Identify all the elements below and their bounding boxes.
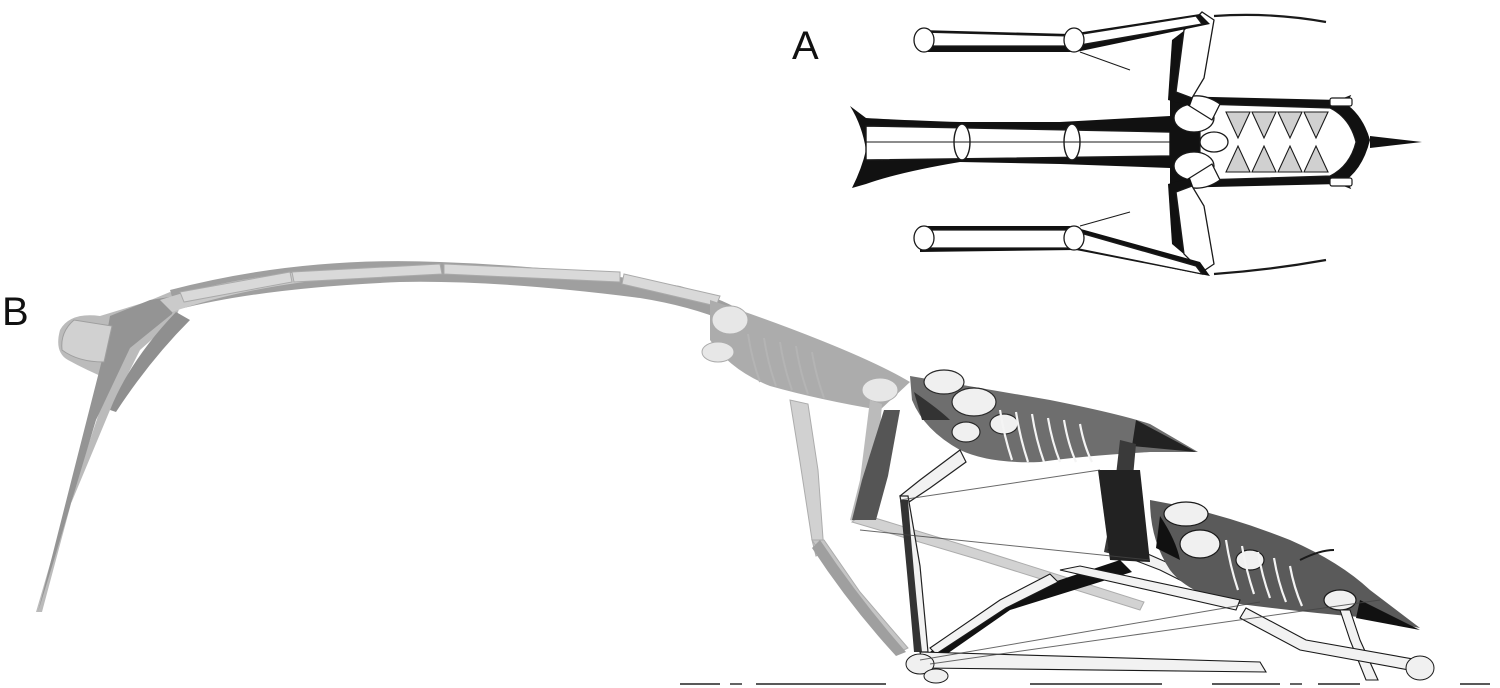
panel-b-lateral-skeleton [36, 261, 1490, 685]
pose-1-neck-raised [36, 261, 1145, 656]
pose-3-crouched [859, 469, 1435, 684]
panel-label-b: B [2, 290, 29, 334]
dorsal-neck-skull [850, 106, 1171, 188]
dorsal-hindlimbs [1329, 94, 1353, 190]
panel-a-dorsal-skeleton [850, 11, 1422, 276]
dorsal-trunk [1170, 95, 1422, 189]
panel-label-a: A [792, 24, 819, 68]
dorsal-forelimb-upper [913, 11, 1327, 106]
dorsal-forelimb-lower [913, 178, 1327, 276]
